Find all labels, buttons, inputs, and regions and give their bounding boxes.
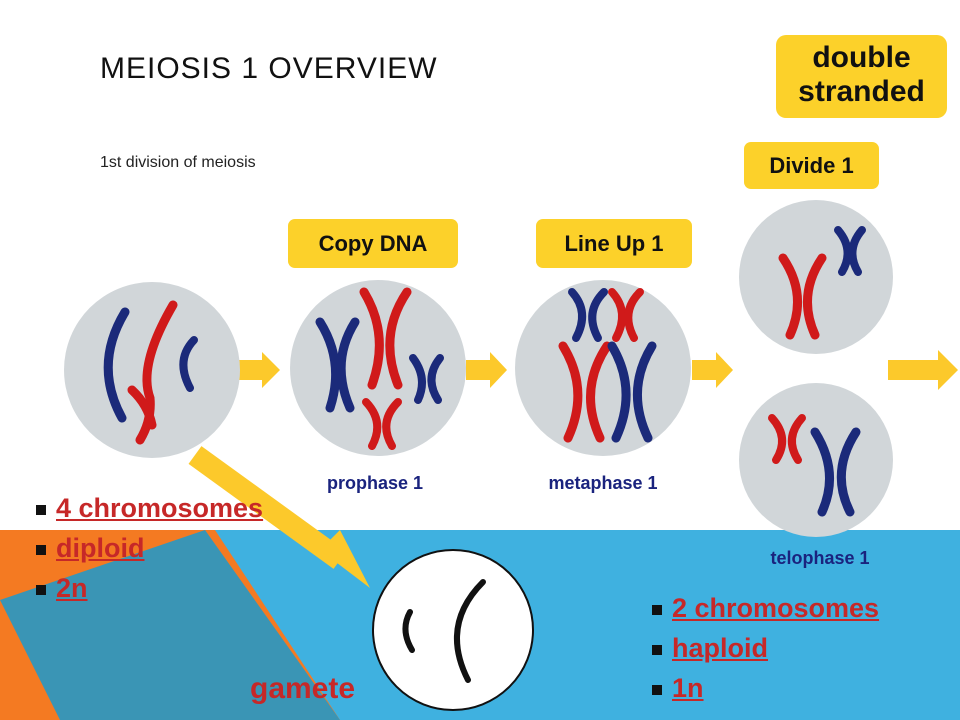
tag-double-stranded-line2: stranded — [798, 75, 925, 108]
link-4-chromosomes[interactable]: 4 chromosomes — [56, 493, 264, 523]
arrow-right-icon — [692, 352, 733, 388]
chromosome-red-large — [359, 287, 412, 390]
chromosome-blue-small — [834, 226, 866, 276]
page-subtitle: 1st division of meiosis — [100, 154, 256, 171]
list-item: diploid — [36, 528, 263, 568]
chromosome-blue-large — [810, 427, 861, 517]
chromosome-red — [135, 300, 178, 445]
chromosome-red-small — [608, 288, 644, 342]
link-2n[interactable]: 2n — [56, 573, 88, 603]
bullet-icon — [36, 544, 46, 555]
diagonal-arrow-shaft — [188, 446, 347, 569]
diagonal-arrow-head-icon — [320, 530, 370, 588]
link-haploid[interactable]: haploid — [672, 633, 768, 663]
diploid-facts-list: 4 chromosomes diploid 2n — [36, 488, 263, 608]
cell-body — [372, 549, 534, 711]
chromosome-red-small — [127, 385, 157, 430]
chromosome-gamete-small — [402, 609, 415, 653]
list-item: 4 chromosomes — [36, 488, 263, 528]
arrow-right-icon — [466, 352, 507, 388]
chromosome-blue-small — [179, 336, 198, 392]
tag-line-up-1: Line Up 1 — [536, 219, 692, 268]
tag-copy-dna: Copy DNA — [288, 219, 458, 268]
link-1n[interactable]: 1n — [672, 673, 704, 703]
chromosome-red-large — [778, 253, 827, 340]
chromosome-blue-small — [568, 288, 608, 342]
cell-body — [515, 280, 691, 456]
cell-telophase-bottom — [739, 383, 893, 537]
list-item: 2n — [36, 568, 263, 608]
bullet-icon — [36, 584, 46, 595]
arrow-right-icon — [888, 350, 958, 390]
list-item: haploid — [652, 628, 879, 668]
chromosome-red-small — [362, 398, 402, 450]
gamete-label: gamete — [250, 672, 356, 705]
cell-gamete — [372, 549, 534, 711]
cell-interphase — [64, 282, 240, 458]
list-item: 1n — [652, 668, 879, 708]
chromosome-blue-small — [409, 354, 444, 404]
list-item: 2 chromosomes — [652, 588, 879, 628]
cell-metaphase — [515, 280, 691, 456]
haploid-facts-list: 2 chromosomes haploid 1n — [652, 588, 879, 708]
arrow-right-icon — [238, 352, 280, 388]
link-2-chromosomes[interactable]: 2 chromosomes — [672, 593, 880, 623]
stage-label-telophase: telophase 1 — [770, 548, 870, 568]
chromosome-red-large — [558, 341, 612, 443]
chromosome-blue-large — [315, 317, 360, 413]
stage-label-prophase: prophase 1 — [326, 473, 424, 493]
background-teal-shape — [0, 530, 340, 720]
stage-label-metaphase: metaphase 1 — [548, 473, 658, 493]
bullet-icon — [652, 644, 662, 655]
page-title: MEIOSIS 1 OVERVIEW — [100, 52, 438, 85]
cell-body — [739, 383, 893, 537]
chromosome-gamete-large — [454, 579, 486, 683]
bullet-icon — [36, 504, 46, 515]
tag-double-stranded-line1: double — [812, 41, 911, 74]
tag-divide-1: Divide 1 — [744, 142, 879, 189]
cell-telophase-top — [739, 200, 893, 354]
cell-prophase — [290, 280, 466, 456]
chromosome-red-small — [768, 414, 806, 464]
bullet-icon — [652, 604, 662, 615]
tag-double-stranded: double stranded — [776, 35, 947, 118]
flow-arrows — [238, 350, 958, 390]
chromosome-blue — [103, 307, 130, 423]
bullet-icon — [652, 684, 662, 695]
chromosome-blue-large — [607, 341, 657, 443]
link-diploid[interactable]: diploid — [56, 533, 145, 563]
